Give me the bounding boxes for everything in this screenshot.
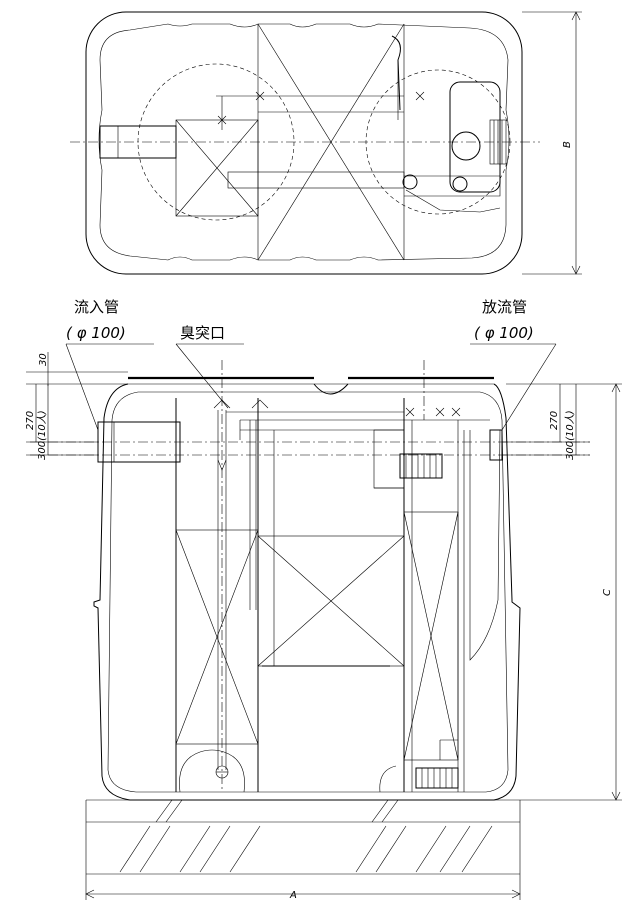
plan-inner-outline <box>98 23 510 261</box>
dim-c-label: C <box>602 589 613 596</box>
plan-inlet-pipe <box>99 125 177 159</box>
dim-300-left-label: 300(10人) <box>36 410 48 460</box>
outlet-size-label: ( φ 100) <box>474 324 534 342</box>
inlet-leader-line <box>65 343 99 431</box>
blower-unit <box>399 453 443 479</box>
right-dimensions: 270 300(10人) C <box>502 383 622 801</box>
odor-vent-leader-line <box>175 343 229 409</box>
plan-outlet-chamber <box>449 81 501 193</box>
plan-outer-outline <box>85 11 523 275</box>
odor-vent-label: 臭突口 <box>180 324 225 342</box>
dim-270-right-label: 270 <box>549 411 560 430</box>
left-dimensions: 30 270 300(10人) <box>25 352 128 460</box>
outlet-pipe <box>489 429 503 461</box>
dim-30-label: 30 <box>38 353 49 366</box>
inlet-pipe-label: 流入管 <box>74 298 119 316</box>
tank-outline <box>93 383 521 801</box>
outlet-leader-line <box>501 343 557 431</box>
outlet-pipe-label: 放流管 <box>482 298 527 316</box>
dim-270-left-label: 270 <box>25 411 36 430</box>
dim-a-label: A <box>289 890 297 901</box>
plan-view: B <box>70 11 582 275</box>
elevation-view: A <box>30 360 590 901</box>
dim-300-right-label: 300(10人) <box>564 410 576 460</box>
dim-b-label: B <box>562 141 573 148</box>
inlet-size-label: ( φ 100) <box>66 324 126 342</box>
